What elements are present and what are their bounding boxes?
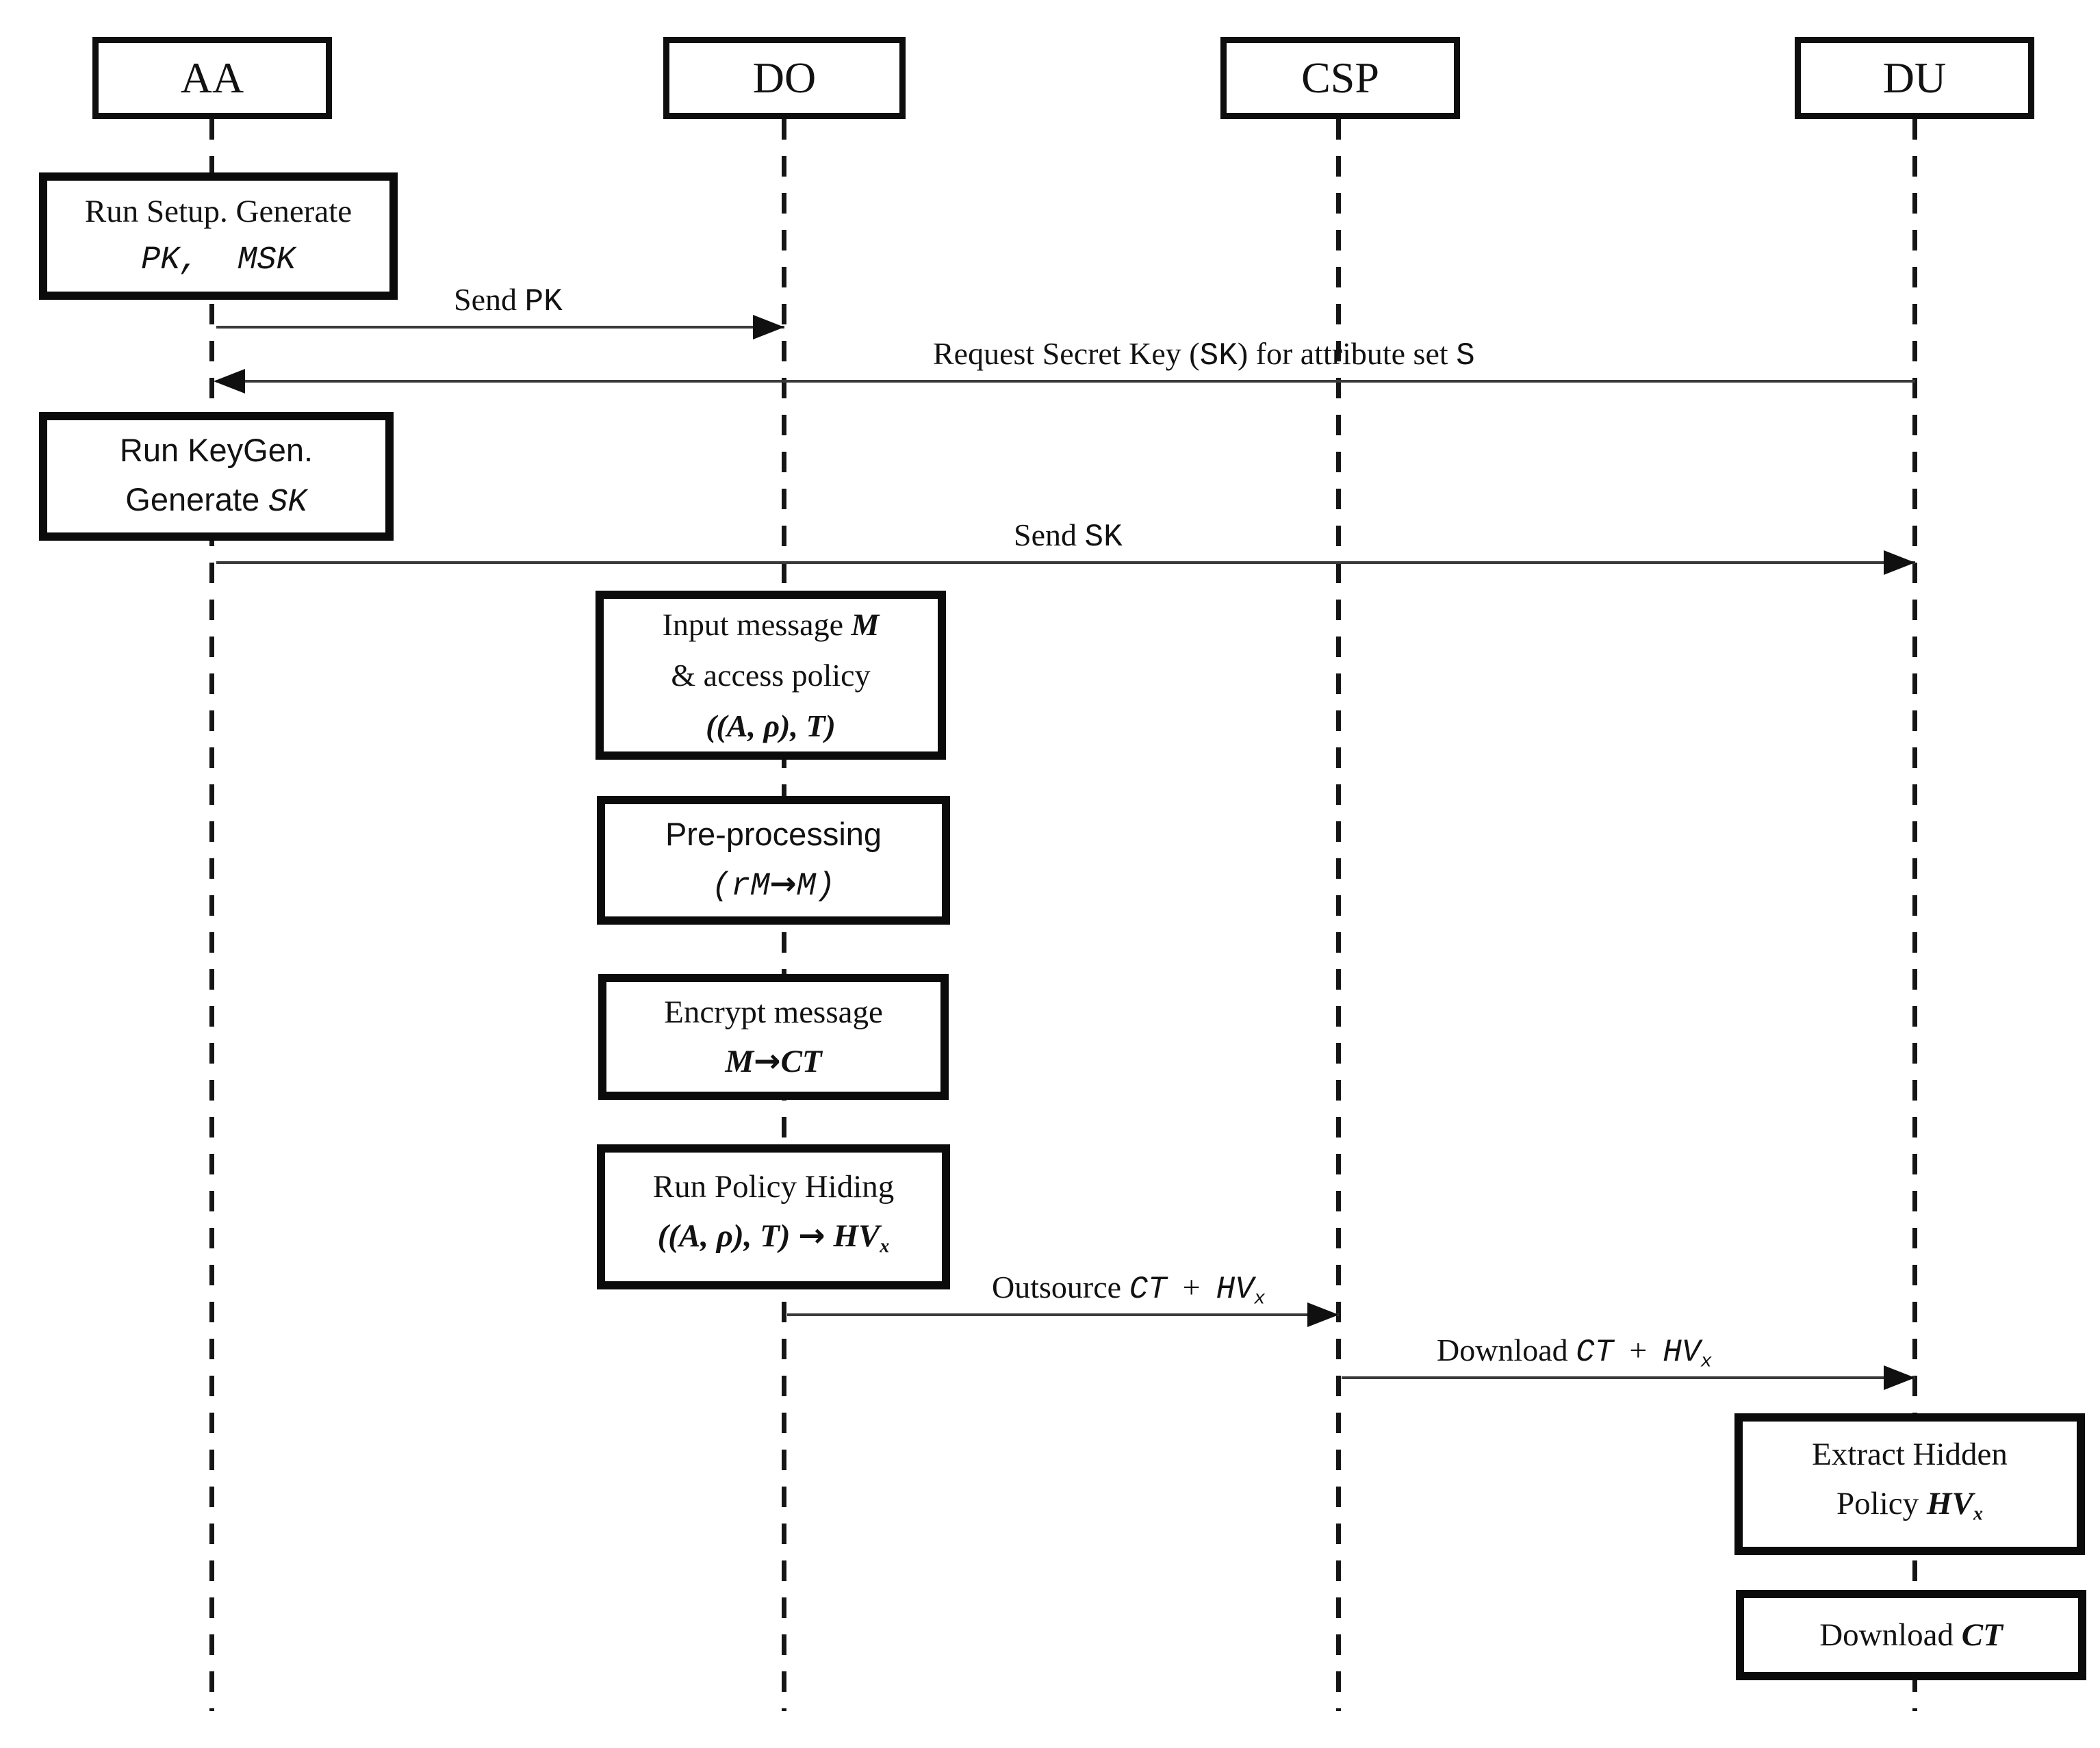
message-line-request-sk [216, 380, 1915, 383]
arrowhead-request-sk [214, 369, 245, 394]
right-arrow-glyph: → [769, 864, 797, 903]
pre-processing-line1: Pre-processing [665, 815, 882, 852]
box-input-message: Input message M & access policy ((A, ρ),… [596, 591, 946, 760]
arrowhead-send-sk [1884, 550, 1915, 575]
input-message-line3: ((A, ρ), T) [706, 708, 836, 743]
message-label-download: Download CT + HVx [1437, 1333, 1713, 1373]
actor-aa-label: AA [180, 53, 244, 102]
actor-do: DO [663, 37, 906, 119]
lifeline-du [1912, 119, 1917, 1711]
policy-hiding-line1: Run Policy Hiding [652, 1169, 895, 1205]
actor-du: DU [1795, 37, 2034, 119]
actor-csp: CSP [1220, 37, 1460, 119]
box-download-ct: Download CT [1736, 1590, 2086, 1680]
subscript-x: x [880, 1235, 890, 1257]
arrowhead-send-pk [753, 315, 784, 339]
subscript-x: x [1700, 1351, 1713, 1373]
message-line-send-pk [216, 326, 784, 329]
run-setup-line2: PK, MSK [141, 242, 296, 279]
actor-du-label: DU [1882, 53, 1947, 102]
policy-hiding-line2: ((A, ρ), T) → HVx [657, 1217, 890, 1257]
input-message-line2: & access policy [671, 657, 871, 693]
box-encrypt-message: Encrypt message M→CT [598, 974, 949, 1100]
lifeline-csp [1336, 119, 1341, 1711]
run-setup-line1: Run Setup. Generate [84, 194, 353, 229]
run-keygen-line2: Generate SK [125, 480, 307, 521]
right-arrow-glyph: → [754, 1042, 781, 1080]
message-line-send-sk [216, 561, 1915, 564]
subscript-x: x [1253, 1288, 1266, 1310]
run-keygen-line1: Run KeyGen. [119, 431, 313, 468]
arrowhead-outsource [1307, 1302, 1339, 1327]
message-label-request-sk: Request Secret Key (SK) for attribute se… [933, 336, 1475, 374]
extract-hidden-line2: Policy HVx [1836, 1485, 1983, 1525]
actor-csp-label: CSP [1301, 53, 1379, 102]
message-label-send-pk: Send PK [454, 282, 563, 320]
actor-aa: AA [92, 37, 332, 119]
message-label-outsource: Outsource CT + HVx [992, 1270, 1266, 1310]
box-policy-hiding: Run Policy Hiding ((A, ρ), T) → HVx [597, 1144, 950, 1289]
box-run-keygen: Run KeyGen. Generate SK [39, 412, 394, 541]
input-message-line1: Input message M [662, 606, 880, 642]
message-line-download [1342, 1376, 1915, 1379]
box-extract-hidden-policy: Extract Hidden Policy HVx [1734, 1413, 2085, 1555]
encrypt-message-line1: Encrypt message [664, 994, 883, 1030]
download-ct-line: Download CT [1819, 1617, 2003, 1653]
extract-hidden-line1: Extract Hidden [1812, 1436, 2008, 1472]
actor-do-label: DO [752, 53, 817, 102]
box-pre-processing: Pre-processing (rM→M) [597, 796, 950, 925]
message-label-send-sk: Send SK [1014, 517, 1123, 555]
subscript-x: x [1973, 1503, 1983, 1525]
lifeline-aa [209, 119, 214, 1711]
message-line-outsource [787, 1313, 1339, 1316]
right-arrow-glyph: → [798, 1217, 825, 1255]
pre-processing-line2: (rM→M) [711, 864, 836, 905]
encrypt-message-line2: M→CT [725, 1042, 822, 1080]
box-run-setup: Run Setup. Generate PK, MSK [39, 172, 398, 300]
arrowhead-download [1884, 1365, 1915, 1390]
